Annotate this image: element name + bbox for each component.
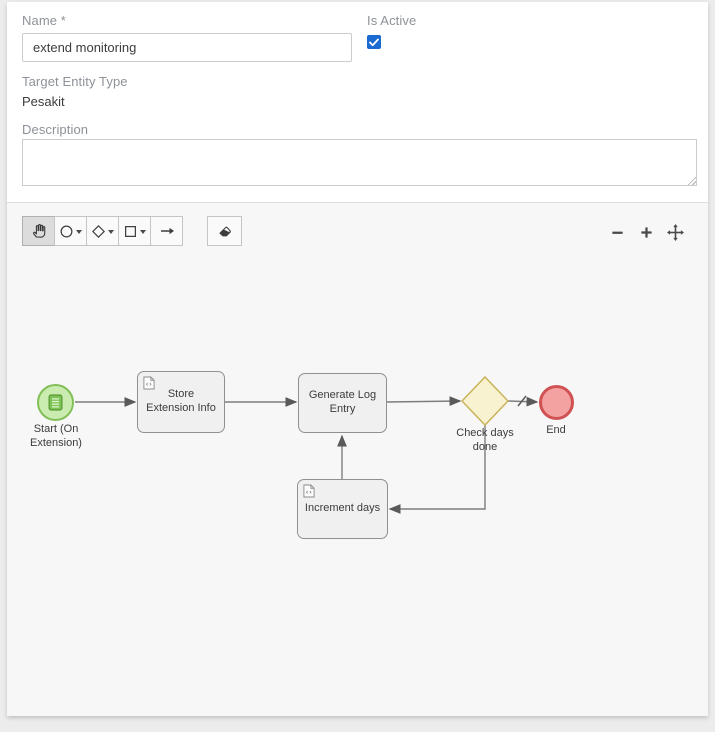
description-textarea[interactable] <box>22 139 697 186</box>
start-node-label: Start (On Extension) <box>30 423 82 449</box>
pan-hand-tool-button[interactable] <box>22 216 55 246</box>
plus-icon <box>640 226 652 238</box>
task-increment-days[interactable]: Increment days <box>297 479 388 539</box>
description-label: Description <box>22 122 89 137</box>
end-node-label: End <box>546 424 566 436</box>
pan-move-button[interactable] <box>666 223 684 241</box>
workflow-form: Name * Is Active Target Entity Type Pesa… <box>7 2 708 202</box>
target-entity-type-value: Pesakit <box>22 94 65 109</box>
circle-shape-icon <box>60 225 73 237</box>
diagram-canvas[interactable]: Start (On Extension) Store Extension Inf… <box>7 202 708 716</box>
square-shape-icon <box>125 225 136 237</box>
name-label: Name * <box>22 13 66 28</box>
gateway-node-label: Check days done <box>456 427 514 453</box>
task-label: Store Extension Info <box>146 388 216 414</box>
add-connector-arrow-tool-button[interactable] <box>150 216 183 246</box>
default-flow-slash-marker <box>517 395 527 407</box>
task-generate-log-entry[interactable]: Generate Log Entry <box>298 373 387 433</box>
zoom-controls <box>608 223 684 241</box>
checkmark-icon <box>369 38 379 46</box>
diamond-shape-icon <box>92 224 105 238</box>
form-document-icon <box>48 394 63 411</box>
script-icon <box>303 484 315 498</box>
task-label: Generate Log Entry <box>308 389 377 415</box>
flow-connectors <box>75 375 539 514</box>
content-panel: Name * Is Active Target Entity Type Pesa… <box>7 2 708 716</box>
eraser-tool-button[interactable] <box>207 216 242 246</box>
script-icon <box>143 376 155 390</box>
is-active-checkbox[interactable] <box>367 35 381 49</box>
move-arrows-icon <box>666 223 684 241</box>
name-input[interactable] <box>22 33 352 62</box>
edge-generate-check[interactable] <box>386 396 462 407</box>
textarea-resize-handle[interactable] <box>685 174 696 185</box>
start-event-node[interactable] <box>37 384 74 421</box>
zoom-in-button[interactable] <box>637 223 655 241</box>
gateway-check-days-done[interactable] <box>460 375 510 427</box>
edge-check-increment[interactable] <box>388 425 486 514</box>
add-gateway-diamond-tool-button[interactable] <box>86 216 119 246</box>
chevron-down-icon <box>76 229 82 234</box>
end-event-node[interactable] <box>539 385 574 420</box>
eraser-icon <box>218 226 231 237</box>
task-label: Increment days <box>304 502 381 515</box>
arrow-right-icon <box>160 227 174 235</box>
hand-icon <box>32 224 45 238</box>
add-event-circle-tool-button[interactable] <box>54 216 87 246</box>
target-entity-type-label: Target Entity Type <box>22 74 128 89</box>
is-active-label: Is Active <box>367 13 417 28</box>
minus-icon <box>611 231 623 234</box>
task-store-extension-info[interactable]: Store Extension Info <box>137 371 225 433</box>
add-task-rectangle-tool-button[interactable] <box>118 216 151 246</box>
zoom-out-button[interactable] <box>608 223 626 241</box>
chevron-down-icon <box>108 229 114 234</box>
shape-toolbar <box>22 216 183 246</box>
chevron-down-icon <box>140 229 146 234</box>
